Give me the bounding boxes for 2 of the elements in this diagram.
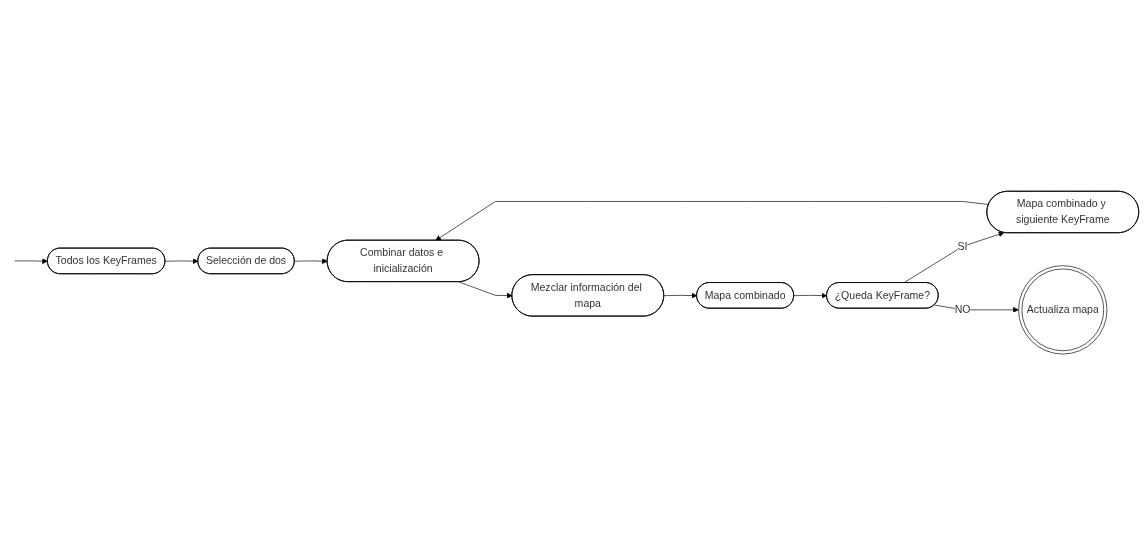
edge-label: SI [957, 240, 968, 252]
edge-label: NO [954, 303, 971, 315]
